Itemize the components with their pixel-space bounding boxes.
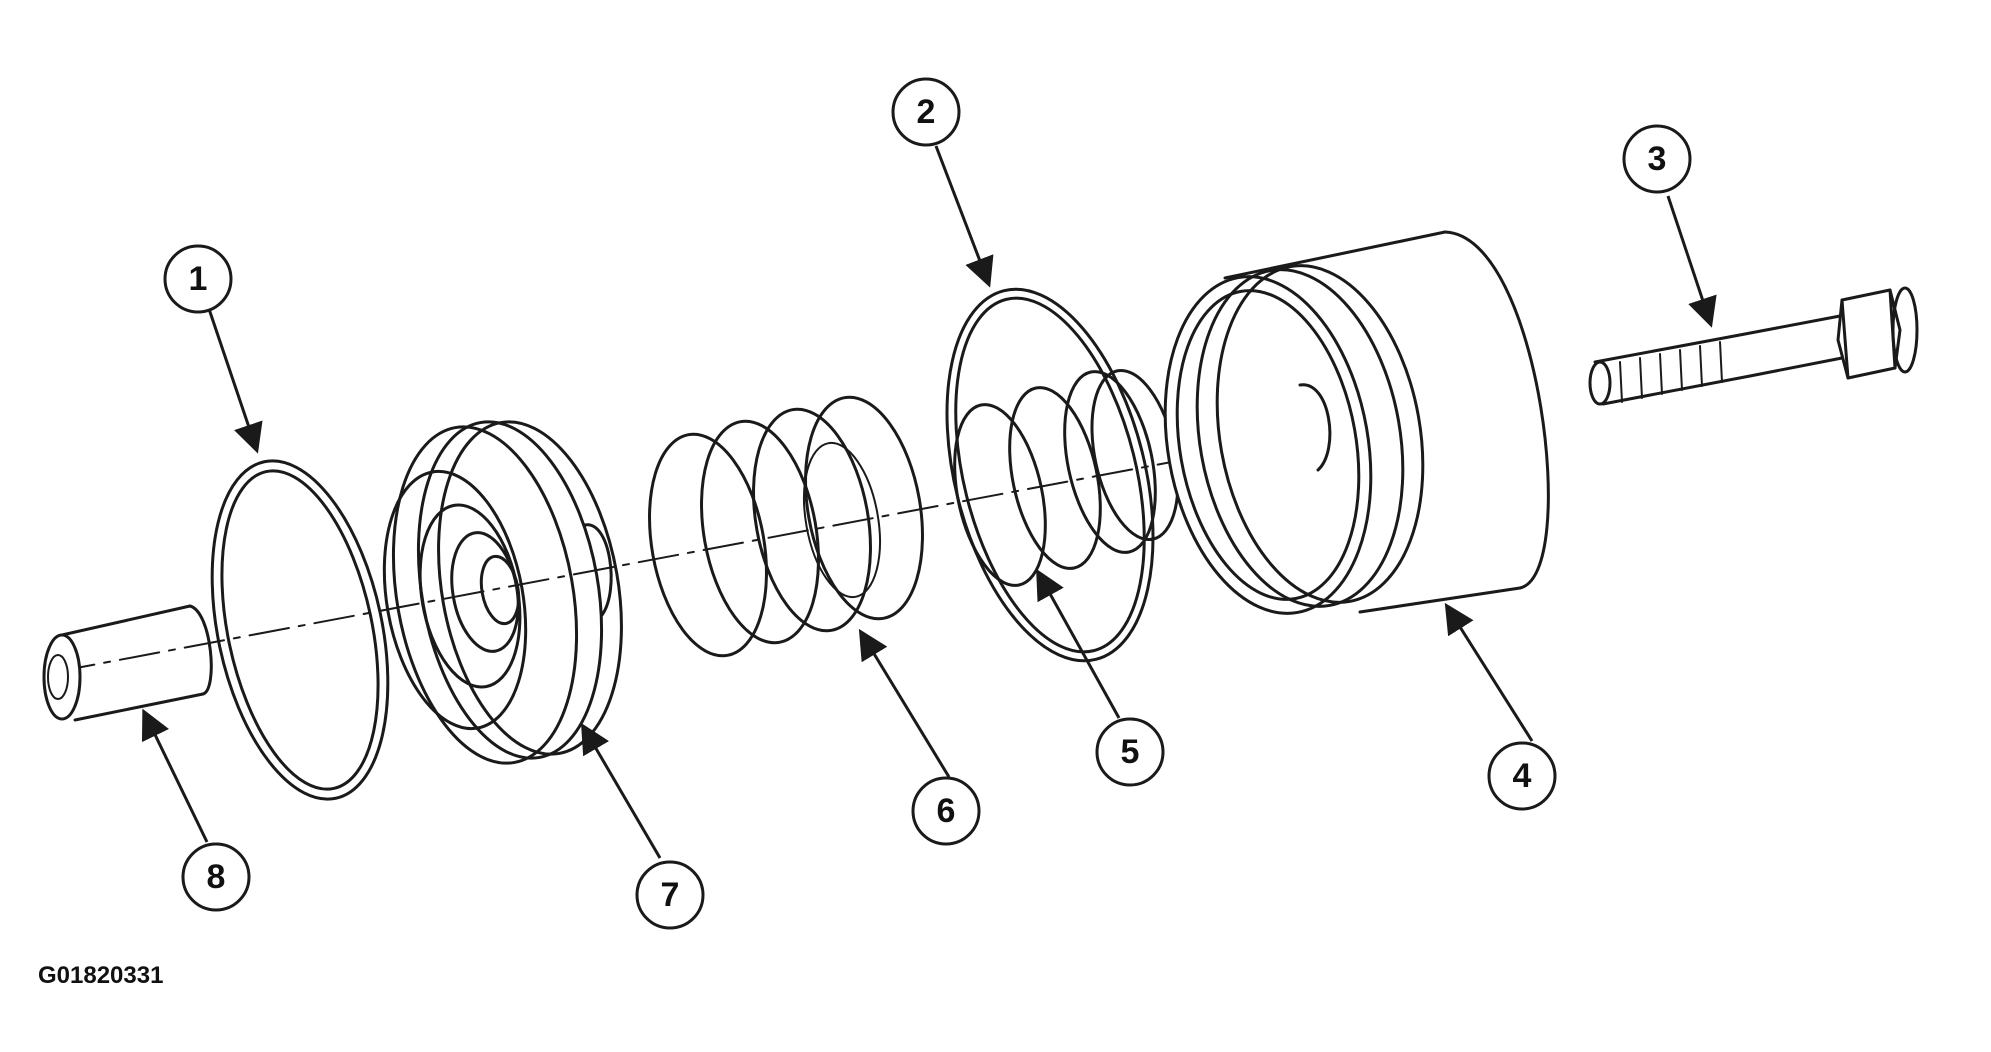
part-1-ring [210,459,390,801]
callout-5: 5 [1095,717,1165,787]
leader-5 [1036,568,1121,719]
part-3-bolt [1588,286,1919,406]
leader-8 [141,708,209,843]
svg-text:4: 4 [1513,757,1532,795]
leader-7 [580,722,662,859]
part-6-spring [648,395,924,658]
leader-4 [1444,602,1534,742]
figure-id-label: G01820331 [38,962,164,989]
svg-text:7: 7 [661,876,680,914]
svg-text:5: 5 [1121,733,1140,771]
leader-1 [206,305,263,454]
leader-6 [858,628,951,778]
callout-8: 8 [181,842,251,912]
part-7-piston [382,420,623,765]
part-4-housing [1163,230,1550,615]
leader-2 [934,145,994,288]
svg-text:8: 8 [207,858,226,896]
svg-text:2: 2 [917,93,936,131]
part-5-spring [953,368,1180,587]
callout-7: 7 [635,860,705,930]
svg-text:6: 6 [937,792,956,830]
callout-1: 1 [163,244,233,314]
callout-4: 4 [1487,741,1557,811]
callout-6: 6 [911,776,981,846]
callout-leaders [141,145,1717,859]
center-axis-line [54,434,1316,673]
part-8-sleeve [42,604,213,722]
callout-3: 3 [1622,124,1692,194]
callout-2: 2 [891,77,961,147]
svg-text:3: 3 [1648,140,1667,178]
part-2-ring [945,287,1155,663]
leader-3 [1666,195,1717,328]
svg-text:1: 1 [189,260,208,298]
